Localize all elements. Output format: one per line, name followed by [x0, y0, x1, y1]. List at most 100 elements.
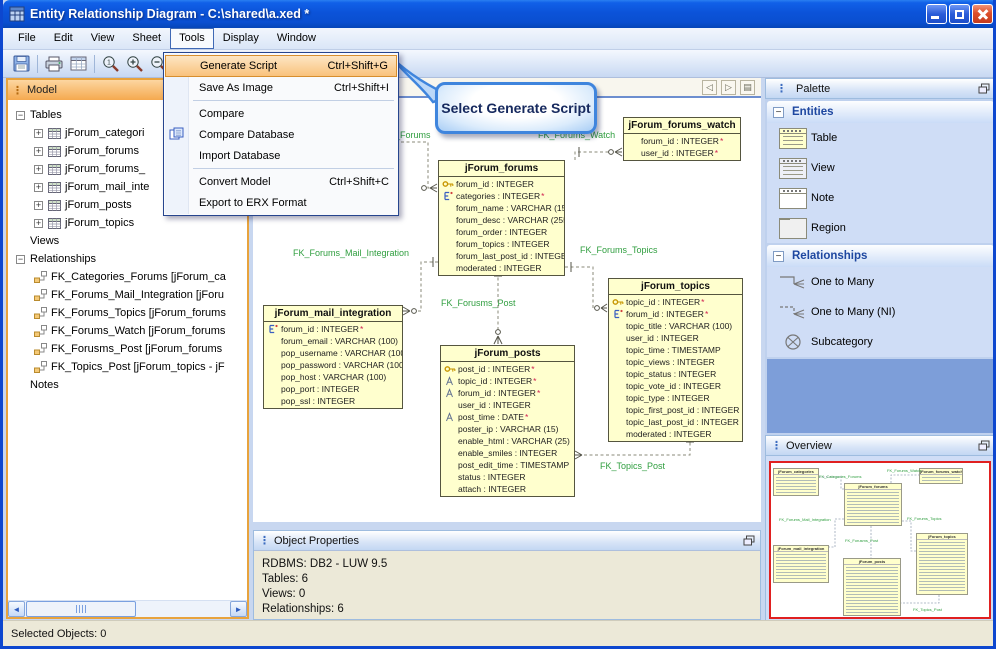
tree-node-table[interactable]: + jForum_topics — [14, 214, 247, 232]
palette-item-region[interactable]: Region — [767, 213, 993, 243]
relationship-label[interactable]: FK_Forums_Topics — [580, 245, 658, 255]
close-button[interactable] — [972, 4, 993, 24]
zoom-in-button[interactable] — [124, 53, 146, 75]
collapse-icon[interactable]: − — [773, 106, 784, 118]
menu-item[interactable]: Tools — [170, 28, 214, 49]
field-text: forum_last_post_id : INTEGER — [456, 251, 564, 261]
relationship-label[interactable]: FK_Topics_Post — [600, 461, 666, 471]
expand-toggle[interactable]: + — [34, 163, 43, 174]
field-icon — [267, 396, 279, 406]
float-panel-icon[interactable] — [978, 83, 990, 94]
tree-node-table[interactable]: + jForum_categori — [14, 124, 247, 142]
scrollbar-thumb[interactable] — [26, 601, 136, 617]
expand-toggle[interactable]: + — [34, 127, 43, 138]
expand-toggle[interactable]: + — [34, 217, 43, 228]
palette-item-view[interactable]: View — [767, 153, 993, 183]
table-field: forum_id : INTEGER * — [609, 308, 742, 320]
palette-item-table[interactable]: Table — [767, 123, 993, 153]
menu-item[interactable]: File — [18, 32, 36, 44]
scrollbar-track[interactable] — [136, 601, 230, 617]
palette-item-note[interactable]: Note — [767, 183, 993, 213]
menu-item-export-to-erx[interactable]: Export to ERX Format — [165, 192, 397, 213]
menu-item[interactable]: Edit — [53, 32, 73, 44]
entity-jforum-forums[interactable]: jForum_forums forum_id : INTEGER categor… — [438, 160, 565, 276]
tree-node-relationship[interactable]: FK_Forusms_Post [jForum_forums — [14, 340, 247, 358]
field-text: topic_status : INTEGER — [626, 369, 717, 379]
palette-item-label: Table — [811, 132, 838, 144]
relationship-label[interactable]: FK_Forums_Watch — [538, 130, 616, 140]
table-field: topic_first_post_id : INTEGER — [609, 404, 742, 416]
overview-minimap[interactable]: jForum_categories jForum_forums_watch jF… — [769, 461, 991, 619]
palette-item-subcategory[interactable]: Subcategory — [767, 327, 993, 357]
table-icon — [48, 127, 61, 139]
entity-jforum-forums-watch[interactable]: jForum_forums_watch forum_id : INTEGER *… — [623, 117, 741, 161]
menu-item[interactable]: Sheet — [132, 32, 162, 44]
palette-header[interactable]: ⋮ Palette — [765, 78, 993, 99]
tree-node-relationship[interactable]: FK_Forums_Mail_Integration [jForu — [14, 286, 247, 304]
scroll-left-button[interactable]: ◄ — [8, 601, 25, 617]
tree-node-notes[interactable]: Notes — [14, 376, 247, 394]
app-icon — [9, 6, 25, 22]
save-button[interactable] — [10, 53, 32, 75]
tree-node-relationship[interactable]: FK_Forums_Watch [jForum_forums — [14, 322, 247, 340]
relationships-section-header[interactable]: − Relationships — [767, 245, 993, 267]
collapse-toggle[interactable]: − — [16, 253, 25, 264]
tree-node-views[interactable]: Views — [14, 232, 247, 250]
tree-node-relationship[interactable]: FK_Categories_Forums [jForum_ca — [14, 268, 247, 286]
maximize-button[interactable] — [949, 4, 970, 24]
menu-item-import-database[interactable]: Import Database — [165, 145, 397, 166]
expand-toggle[interactable]: + — [34, 181, 43, 192]
menu-item-generate-script[interactable]: Generate Script Ctrl+Shift+G — [165, 55, 397, 77]
entity-jforum-topics[interactable]: jForum_topics topic_id : INTEGER * forum… — [608, 278, 743, 442]
tree-node-table[interactable]: + jForum_mail_inte — [14, 178, 247, 196]
menu-item[interactable]: View — [90, 32, 115, 44]
tree-node-relationships[interactable]: − Relationships — [14, 250, 247, 268]
minimize-button[interactable] — [926, 4, 947, 24]
table-field: forum_email : VARCHAR (100) — [264, 335, 402, 347]
tree-node-tables[interactable]: − Tables — [14, 106, 247, 124]
grid-button[interactable] — [67, 53, 89, 75]
menu-item[interactable]: Window — [276, 32, 316, 44]
relationship-label[interactable]: FK_Forums_Mail_Integration — [293, 248, 410, 258]
tree-node-relationship[interactable]: FK_Forums_Topics [jForum_forums — [14, 304, 247, 322]
menu-item-save-as-image[interactable]: Save As Image Ctrl+Shift+I — [165, 77, 397, 98]
palette-item-one-to-many[interactable]: One to Many — [767, 267, 993, 297]
relationship-icon — [34, 271, 47, 283]
overview-header[interactable]: ⋮ Overview — [765, 435, 993, 456]
entities-section-header[interactable]: − Entities — [767, 101, 993, 123]
horizontal-scrollbar[interactable]: ◄ ► — [8, 600, 247, 617]
table-field: topic_id : INTEGER * — [609, 296, 742, 308]
palette-item-one-to-many-ni[interactable]: One to Many (NI) — [767, 297, 993, 327]
object-properties-header[interactable]: ⋮ Object Properties — [254, 531, 760, 551]
expand-toggle[interactable]: + — [34, 145, 43, 156]
collapse-toggle[interactable]: − — [16, 109, 25, 120]
tree-node-table[interactable]: + jForum_forums_ — [14, 160, 247, 178]
sheet-prev-button[interactable]: ◁ — [702, 79, 717, 95]
field-icon — [444, 448, 456, 458]
menu-item-compare-database[interactable]: Compare Database — [165, 124, 397, 145]
relationship-icon — [34, 289, 47, 301]
menu-item[interactable]: Display — [222, 32, 259, 44]
table-icon — [48, 145, 61, 157]
field-icon — [444, 400, 456, 410]
float-panel-icon[interactable] — [978, 440, 990, 451]
scroll-right-button[interactable]: ► — [230, 601, 247, 617]
entity-jforum-posts[interactable]: jForum_posts post_id : INTEGER * topic_i… — [440, 345, 575, 497]
print-button[interactable] — [43, 53, 65, 75]
sheet-next-button[interactable]: ▷ — [721, 79, 736, 95]
sheet-list-button[interactable]: ▤ — [740, 79, 755, 95]
menu-item-compare[interactable]: Compare — [165, 103, 397, 124]
float-panel-icon[interactable] — [743, 535, 755, 546]
zoom-actual-button[interactable]: 1 — [100, 53, 122, 75]
overview-mini-table-title: jForum_forums_watch — [920, 469, 962, 475]
relationship-label[interactable]: FK_Forusms_Post — [441, 298, 516, 308]
tree-node-relationship[interactable]: FK_Topics_Post [jForum_topics - jF — [14, 358, 247, 376]
tree-node-table[interactable]: + jForum_posts — [14, 196, 247, 214]
property-line: Tables: 6 — [262, 573, 309, 585]
entity-jforum-mail-integration[interactable]: jForum_mail_integration forum_id : INTEG… — [263, 305, 403, 409]
expand-toggle[interactable]: + — [34, 199, 43, 210]
menu-item-convert-model[interactable]: Convert Model Ctrl+Shift+C — [165, 171, 397, 192]
collapse-icon[interactable]: − — [773, 250, 784, 262]
tree-node-table[interactable]: + jForum_forums — [14, 142, 247, 160]
field-text: topic_title : VARCHAR (100) — [626, 321, 733, 331]
